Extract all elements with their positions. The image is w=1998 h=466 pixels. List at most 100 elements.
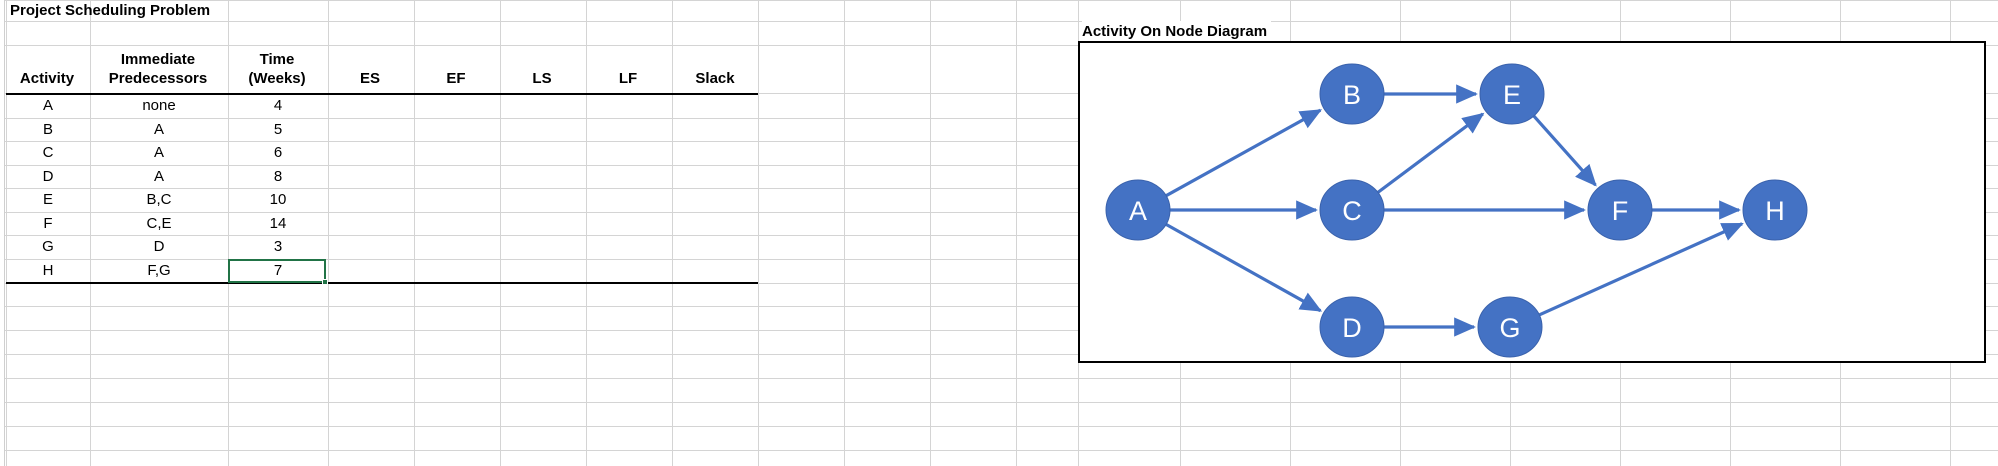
cell-time-c[interactable]: 6: [273, 143, 283, 161]
cell-time-g[interactable]: 3: [273, 237, 283, 255]
cell-activity-c[interactable]: C: [42, 143, 54, 161]
cell-predecessors-f[interactable]: C,E: [146, 214, 172, 232]
cell-ls-g[interactable]: [500, 235, 586, 258]
cell-activity-f[interactable]: F: [43, 214, 53, 232]
cell-slack-g[interactable]: [672, 235, 758, 258]
cell-es-d[interactable]: [328, 165, 414, 188]
cell-lf-g[interactable]: [586, 235, 672, 258]
table-bottom-rule: [6, 282, 758, 284]
cell-ls-a[interactable]: [500, 94, 586, 117]
cell-activity-g[interactable]: G: [42, 237, 54, 255]
cell-slack-b[interactable]: [672, 118, 758, 141]
cell-slack-e[interactable]: [672, 188, 758, 211]
cell-predecessors-g[interactable]: D: [153, 237, 165, 255]
column-header-lf-label: LF: [618, 69, 638, 87]
cell-time-a[interactable]: 4: [273, 96, 283, 114]
node-circle-h: [1742, 179, 1808, 241]
cell-ef-c[interactable]: [414, 141, 500, 164]
cell-activity-a[interactable]: A: [42, 96, 53, 114]
node-label-g: G: [1499, 313, 1520, 343]
cell-predecessors-c[interactable]: A: [153, 143, 164, 161]
column-header-es: ES: [328, 48, 412, 88]
column-header-predecessors-line2: Predecessors: [108, 69, 208, 87]
cell-ls-b[interactable]: [500, 118, 586, 141]
node-circle-d: [1319, 296, 1385, 358]
cell-slack-c[interactable]: [672, 141, 758, 164]
edge-a-to-d: [1164, 222, 1323, 313]
node-circle-f: [1587, 179, 1653, 241]
cell-lf-d[interactable]: [586, 165, 672, 188]
cell-time-f[interactable]: 14: [269, 214, 287, 232]
cell-slack-h[interactable]: [672, 259, 758, 282]
cell-slack-a[interactable]: [672, 94, 758, 117]
cell-es-e[interactable]: [328, 188, 414, 211]
node-e[interactable]: E: [1479, 63, 1545, 125]
cell-ls-d[interactable]: [500, 165, 586, 188]
fill-handle[interactable]: [322, 279, 328, 285]
column-header-slack-label: Slack: [695, 69, 735, 87]
node-b[interactable]: B: [1319, 63, 1385, 125]
cell-es-a[interactable]: [328, 94, 414, 117]
cell-es-h[interactable]: [328, 259, 414, 282]
cell-predecessors-a[interactable]: none: [142, 96, 176, 114]
node-label-e: E: [1503, 80, 1521, 110]
cell-slack-d[interactable]: [672, 165, 758, 188]
node-f[interactable]: F: [1587, 179, 1653, 241]
edge-a-to-b: [1164, 108, 1323, 198]
cell-ef-h[interactable]: [414, 259, 500, 282]
column-header-time-line2: (Weeks): [248, 69, 306, 87]
cell-activity-b[interactable]: B: [42, 120, 53, 138]
cell-lf-c[interactable]: [586, 141, 672, 164]
node-d[interactable]: D: [1319, 296, 1385, 358]
node-circle-b: [1319, 63, 1385, 125]
cell-lf-f[interactable]: [586, 212, 672, 235]
active-cell-selection[interactable]: [228, 259, 326, 283]
cell-ls-e[interactable]: [500, 188, 586, 211]
aon-nodes[interactable]: A BCD E F G H: [1105, 63, 1808, 358]
cell-time-d[interactable]: 8: [273, 167, 283, 185]
cell-ls-f[interactable]: [500, 212, 586, 235]
cell-lf-h[interactable]: [586, 259, 672, 282]
edge-g-to-h: [1537, 222, 1744, 317]
node-label-f: F: [1612, 196, 1629, 226]
cell-ls-h[interactable]: [500, 259, 586, 282]
cell-lf-a[interactable]: [586, 94, 672, 117]
cell-ef-d[interactable]: [414, 165, 500, 188]
cell-es-g[interactable]: [328, 235, 414, 258]
cell-activity-h[interactable]: H: [42, 261, 54, 279]
cell-predecessors-d[interactable]: A: [153, 167, 164, 185]
cell-slack-f[interactable]: [672, 212, 758, 235]
cell-predecessors-b[interactable]: A: [153, 120, 164, 138]
cell-time-h[interactable]: 7: [273, 261, 283, 279]
cell-lf-b[interactable]: [586, 118, 672, 141]
column-header-ls: LS: [500, 48, 584, 88]
aon-diagram-svg: A BCD E F G H: [1105, 63, 1808, 358]
cell-ls-c[interactable]: [500, 141, 586, 164]
cell-time-b[interactable]: 5: [273, 120, 283, 138]
cell-ef-f[interactable]: [414, 212, 500, 235]
node-h[interactable]: H: [1742, 179, 1808, 241]
cell-es-c[interactable]: [328, 141, 414, 164]
cell-ef-b[interactable]: [414, 118, 500, 141]
column-header-lf: LF: [586, 48, 670, 88]
column-header-predecessors: Immediate Predecessors: [90, 48, 226, 88]
cell-ef-e[interactable]: [414, 188, 500, 211]
node-c[interactable]: C: [1319, 179, 1385, 241]
cell-es-b[interactable]: [328, 118, 414, 141]
cell-predecessors-e[interactable]: B,C: [146, 190, 172, 208]
cell-activity-d[interactable]: D: [42, 167, 54, 185]
cell-ef-g[interactable]: [414, 235, 500, 258]
column-header-es-label: ES: [359, 69, 380, 87]
cell-es-f[interactable]: [328, 212, 414, 235]
node-g[interactable]: G: [1477, 296, 1543, 358]
node-label-h: H: [1765, 196, 1785, 226]
cell-ef-a[interactable]: [414, 94, 500, 117]
cell-activity-e[interactable]: E: [42, 190, 53, 208]
cell-time-e[interactable]: 10: [269, 190, 287, 208]
cell-predecessors-h[interactable]: F,G: [147, 261, 171, 279]
header-bottom-rule: [6, 93, 758, 95]
cell-lf-e[interactable]: [586, 188, 672, 211]
node-a[interactable]: A: [1105, 179, 1171, 241]
